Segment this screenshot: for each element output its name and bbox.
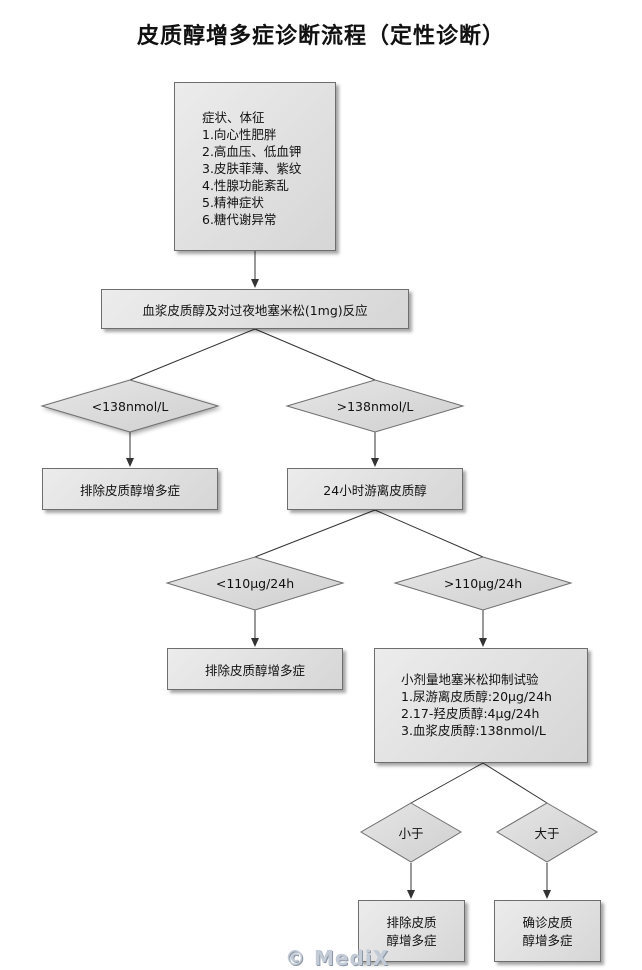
plasma-test-box: 血浆皮质醇及对过夜地塞米松(1mg)反应 — [101, 289, 409, 329]
confirm-line: 确诊皮质 — [522, 915, 573, 930]
diamond-d2-low — [165, 556, 345, 611]
dex-test-box: 小剂量地塞米松抑制试验 1.尿游离皮质醇:20μg/24h 2.17-羟皮质醇:… — [374, 648, 588, 763]
d2-low-label: <110μg/24h — [215, 575, 295, 591]
line-dex-to-d3-high — [482, 762, 548, 804]
dex-test-item: 1.尿游离皮质醇:20μg/24h — [401, 689, 552, 704]
d2-high-label: >110μg/24h — [443, 575, 523, 591]
urine-test-box: 24小时游离皮质醇 — [287, 468, 463, 510]
symptom-item: 2.高血压、低血钾 — [202, 144, 302, 159]
exclude-box-1: 排除皮质醇增多症 — [42, 468, 218, 510]
line-urine-to-d2-high — [374, 509, 484, 558]
symptom-item: 3.皮肤菲薄、紫纹 — [202, 161, 302, 176]
exclude-3-line: 排除皮质 — [386, 915, 437, 930]
page-title: 皮质醇增多症诊断流程（定性诊断） — [136, 24, 505, 49]
symptoms-header: 症状、体征 — [202, 110, 265, 125]
line-plasma-to-d1-high — [254, 328, 376, 381]
d3-high-label: 大于 — [534, 825, 560, 841]
d3-low-label: 小于 — [398, 825, 424, 841]
symptom-item: 6.糖代谢异常 — [202, 212, 277, 227]
diamond-d3-high — [496, 802, 598, 863]
line-urine-to-d2-low — [254, 509, 376, 558]
watermark-logo: © MediX — [285, 946, 390, 970]
dex-test-item: 2.17-羟皮质醇:4μg/24h — [401, 706, 540, 721]
line-dex-to-d3-low — [410, 762, 484, 804]
dex-test-item: 3.血浆皮质醇:138nmol/L — [401, 723, 546, 738]
confirm-box: 确诊皮质 醇增多症 — [494, 900, 601, 962]
exclude-3-line: 醇增多症 — [386, 933, 437, 948]
diamond-d3-low — [360, 802, 462, 863]
symptom-item: 1.向心性肥胖 — [202, 127, 277, 142]
exclude-box-3: 排除皮质 醇增多症 — [358, 900, 465, 962]
symptom-item: 4.性腺功能紊乱 — [202, 178, 289, 193]
diamond-d2-high — [393, 556, 573, 611]
symptoms-box: 症状、体征 1.向心性肥胖 2.高血压、低血钾 3.皮肤菲薄、紫纹 4.性腺功能… — [174, 82, 336, 251]
d1-high-label: >138nmol/L — [336, 398, 414, 414]
confirm-line: 醇增多症 — [522, 933, 573, 948]
line-plasma-to-d1-low — [129, 328, 256, 381]
d1-low-label: <138nmol/L — [91, 398, 169, 414]
diamond-d1-low — [40, 379, 220, 433]
diamond-d1-high — [285, 379, 465, 433]
symptom-item: 5.精神症状 — [202, 195, 264, 210]
dex-test-header: 小剂量地塞米松抑制试验 — [401, 672, 539, 687]
exclude-box-2: 排除皮质醇增多症 — [167, 648, 343, 690]
